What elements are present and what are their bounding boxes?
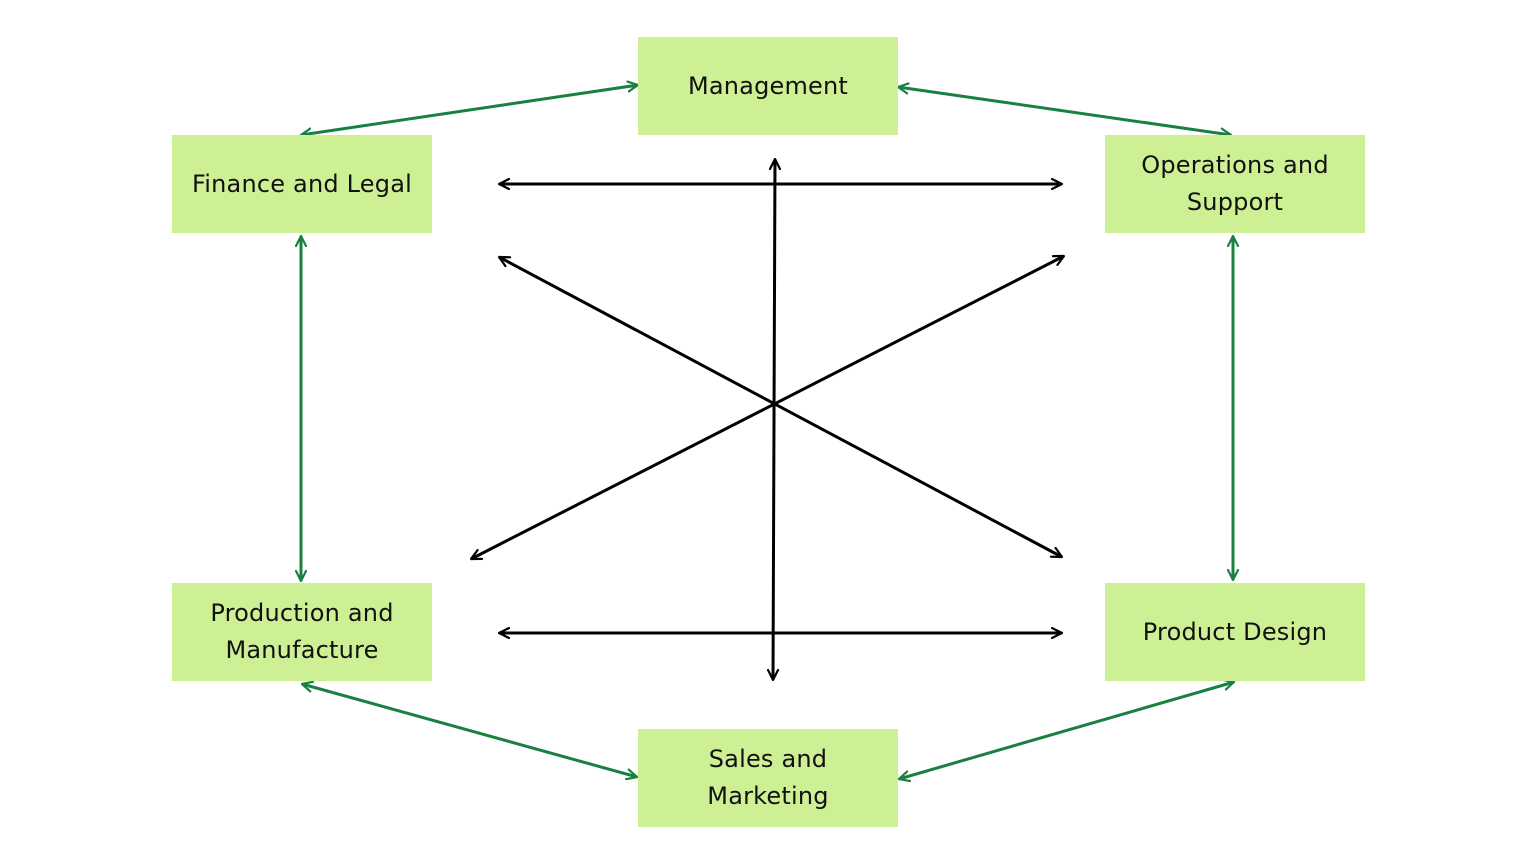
management-label: Management [687,71,849,100]
product-design-label: Product Design [1142,617,1328,646]
production-and-manufacture-label: Production and Manufacture [210,599,394,664]
connector-operations-production-diagonal [471,254,1064,561]
management-box: Management [638,37,898,135]
operations-and-support-label: Operations and Support [1141,151,1329,216]
connector-finance-product-diagonal [499,255,1062,559]
sales-and-marketing-box: Sales and Marketing [638,729,898,827]
operations-and-support-box: Operations and Support [1105,135,1365,233]
connector-finance-management [301,85,638,135]
connector-production-sales [302,684,637,777]
finance-and-legal-box: Finance and Legal [172,135,432,233]
connector-management-operations [898,87,1231,135]
sales-and-marketing-label: Sales and Marketing [707,745,829,810]
outer-connectors [301,85,1234,779]
product-design-box: Product Design [1105,583,1365,681]
production-and-manufacture-box: Production and Manufacture [172,583,432,681]
inner-connectors [471,159,1064,680]
finance-and-legal-label: Finance and Legal [192,169,412,198]
connector-management-sales [773,159,775,680]
connector-sales-product [899,682,1234,779]
